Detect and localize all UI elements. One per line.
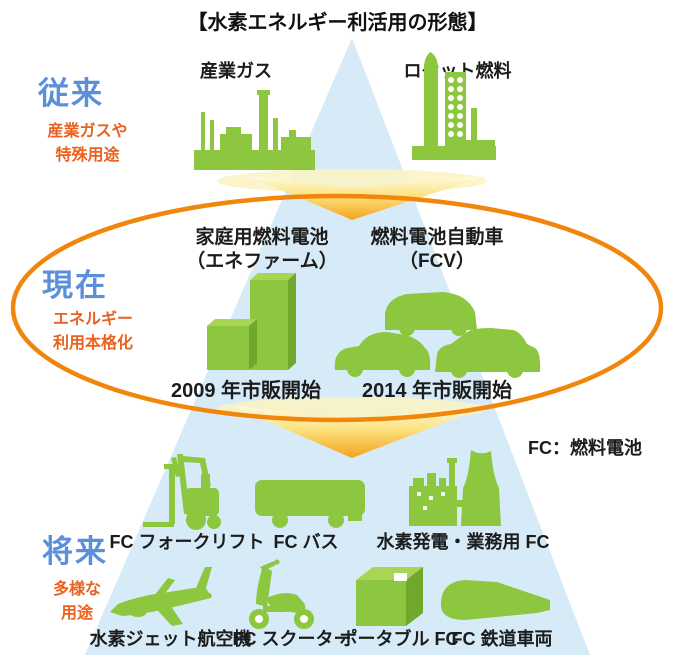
era-desc-present-line1: エネルギー — [52, 311, 133, 328]
bus-icon — [255, 480, 365, 528]
portable-fc-icon — [356, 567, 423, 626]
caption-fcv-launch: 2014 年市販開始 — [361, 380, 513, 402]
item-label-fcv: 燃料電池自動車 （FCV） — [347, 226, 527, 274]
item-label-scooter: FC スクーター — [232, 629, 352, 649]
item-label-jet-aircraft: 水素ジェット航空機 — [89, 629, 252, 649]
era-desc-past-line1: 産業ガスや — [47, 123, 128, 140]
item-label-bus: FC バス — [273, 532, 339, 552]
item-label-portable-fc: ポータブル FC — [339, 629, 459, 649]
era-label-past: 従来 — [38, 76, 104, 111]
caption-enefarm-launch: 2009 年市販開始 — [170, 380, 322, 402]
power-plant-icon — [409, 450, 501, 526]
rocket-icon — [412, 52, 496, 160]
item-label-power-plant: 水素発電・業務用 FC — [376, 532, 550, 552]
item-label-railway: FC 鉄道車両 — [451, 629, 553, 649]
era-label-present: 現在 — [42, 268, 108, 303]
scooter-icon — [249, 559, 314, 629]
item-label-industrial-gas: 産業ガス — [200, 61, 272, 81]
forklift-icon — [143, 454, 221, 530]
era-label-future: 将来 — [42, 534, 108, 569]
fcv-cars-icon — [334, 292, 541, 378]
page-title: 【水素エネルギー利活用の形態】 — [187, 12, 488, 34]
era-desc-present-line2: 利用本格化 — [52, 335, 133, 352]
fcv-label-line2: （FCV） — [398, 251, 475, 272]
era-desc-future-line2: 用途 — [60, 605, 93, 622]
fc-note: FC：燃料電池 — [528, 438, 642, 458]
jet-aircraft-icon — [110, 567, 212, 626]
item-label-forklift: FC フォークリフト — [109, 532, 265, 552]
enefarm-icon — [207, 273, 296, 370]
railway-vehicle-icon — [440, 580, 550, 620]
era-desc-future-line1: 多様な — [52, 581, 101, 598]
item-label-enefarm: 家庭用燃料電池 （エネファーム） — [172, 226, 352, 274]
era-desc-past-line2: 特殊用途 — [55, 147, 120, 164]
era-desc-past: 産業ガスや 特殊用途 — [25, 120, 150, 168]
fcv-label-line1: 燃料電池自動車 — [370, 227, 504, 248]
enefarm-label-line1: 家庭用燃料電池 — [195, 227, 329, 248]
factory-icon — [194, 90, 315, 170]
enefarm-label-line2: （エネファーム） — [186, 251, 338, 272]
era-desc-future: 多様な 用途 — [22, 578, 132, 626]
era-desc-present: エネルギー 利用本格化 — [28, 308, 158, 356]
